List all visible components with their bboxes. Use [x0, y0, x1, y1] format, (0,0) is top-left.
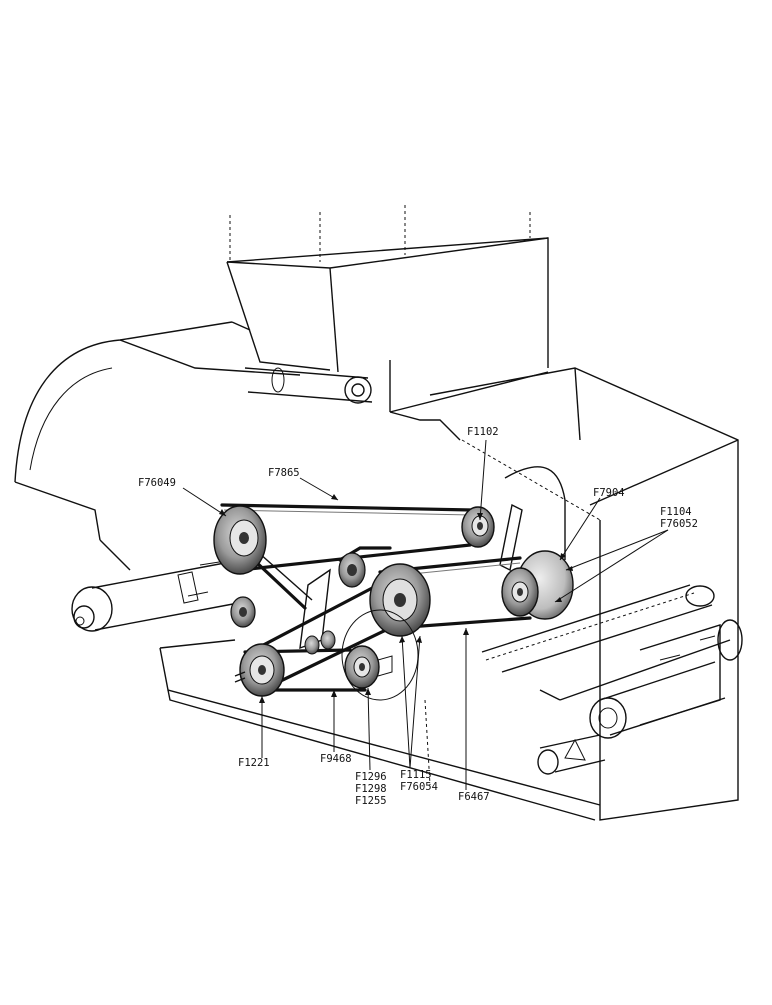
- machine-frame: [14, 205, 743, 821]
- leader-lines: [182, 439, 669, 790]
- pulley-idler: [338, 552, 366, 588]
- pulley-f1102: [461, 506, 495, 548]
- label-f1102: F1102: [467, 426, 499, 438]
- pulley-f76049: [213, 505, 267, 575]
- label-f1296: F1296: [355, 771, 387, 783]
- flywheel-disc: [341, 609, 419, 701]
- pulleys: [213, 505, 574, 701]
- label-f76054: F76054: [400, 781, 438, 793]
- pulley-f1221: [234, 643, 285, 697]
- pulley-f7904: [501, 550, 574, 620]
- label-f1221: F1221: [238, 757, 270, 769]
- pulley-small-pair: [304, 630, 336, 655]
- label-f1255: F1255: [355, 795, 387, 807]
- label-f76049: F76049: [138, 477, 176, 489]
- label-f76052: F76052: [660, 518, 698, 530]
- pulley-small-left: [230, 596, 256, 628]
- label-f7865: F7865: [268, 467, 300, 479]
- pulley-f1115: [369, 563, 431, 637]
- label-f1115: F1115: [400, 769, 432, 781]
- label-f6467: F6467: [458, 791, 490, 803]
- label-f1104: F1104: [660, 506, 692, 518]
- callout-labels: F76049 F7865 F1102 F7904 F1104 F76052 F1…: [138, 426, 698, 807]
- label-f9468: F9468: [320, 753, 352, 765]
- label-f1298: F1298: [355, 783, 387, 795]
- label-f7904: F7904: [593, 487, 625, 499]
- pulley-f1296: [344, 645, 393, 689]
